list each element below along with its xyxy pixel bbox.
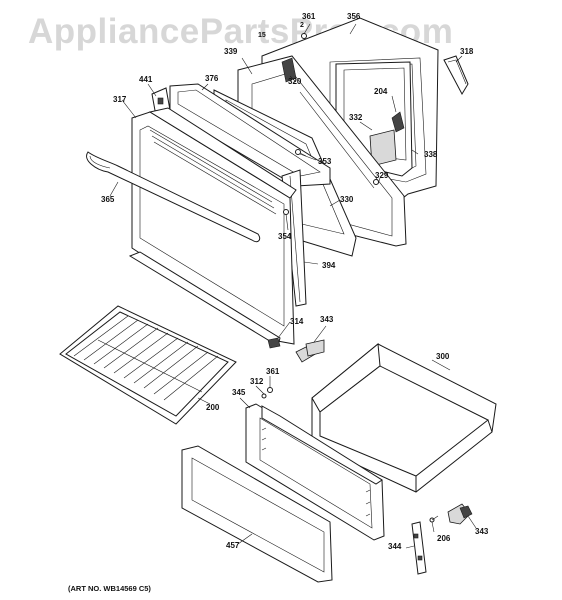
outer-door-panel	[128, 107, 297, 349]
drawer-rail	[411, 521, 427, 575]
door-hardware	[281, 33, 405, 215]
callout-356: 356	[347, 12, 361, 21]
callout-15: 15	[258, 32, 266, 39]
drawer-body	[311, 343, 497, 493]
callout-344: 344	[388, 542, 402, 551]
callout-206: 206	[437, 534, 451, 543]
callout-339: 339	[224, 47, 238, 56]
callout-2: 2	[300, 22, 304, 29]
door-gasket	[443, 55, 469, 96]
callout-312: 312	[250, 377, 264, 386]
callout-320: 320	[288, 77, 302, 86]
callout-338: 338	[424, 150, 438, 159]
drawer-clip	[295, 339, 325, 363]
callout-343-top: 343	[320, 315, 334, 324]
oven-rack	[59, 305, 237, 425]
callout-300: 300	[436, 352, 450, 361]
callout-314: 314	[290, 317, 304, 326]
callout-361: 361	[302, 12, 316, 21]
callout-204: 204	[374, 87, 388, 96]
callout-330: 330	[340, 195, 354, 204]
callout-394: 394	[322, 261, 336, 270]
callout-361-lower: 361	[266, 367, 280, 376]
callout-317: 317	[113, 95, 127, 104]
art-number: (ART NO. WB14569 C5)	[68, 584, 151, 593]
callout-354: 354	[278, 232, 292, 241]
callout-318: 318	[460, 47, 474, 56]
callout-200: 200	[206, 403, 220, 412]
callout-441: 441	[139, 75, 153, 84]
drawer-front-liner	[245, 387, 385, 541]
callout-343-bottom: 343	[475, 527, 489, 536]
drawer-bracket	[429, 503, 473, 525]
drawer-front-panel	[181, 445, 333, 583]
callout-345: 345	[232, 388, 246, 397]
leader-lines	[109, 23, 477, 549]
callout-332: 332	[349, 113, 363, 122]
callout-329: 329	[375, 171, 389, 180]
door-handle	[86, 151, 261, 243]
callout-365: 365	[101, 195, 115, 204]
callout-353: 353	[318, 157, 332, 166]
callout-457: 457	[226, 541, 240, 550]
callout-376: 376	[205, 74, 219, 83]
